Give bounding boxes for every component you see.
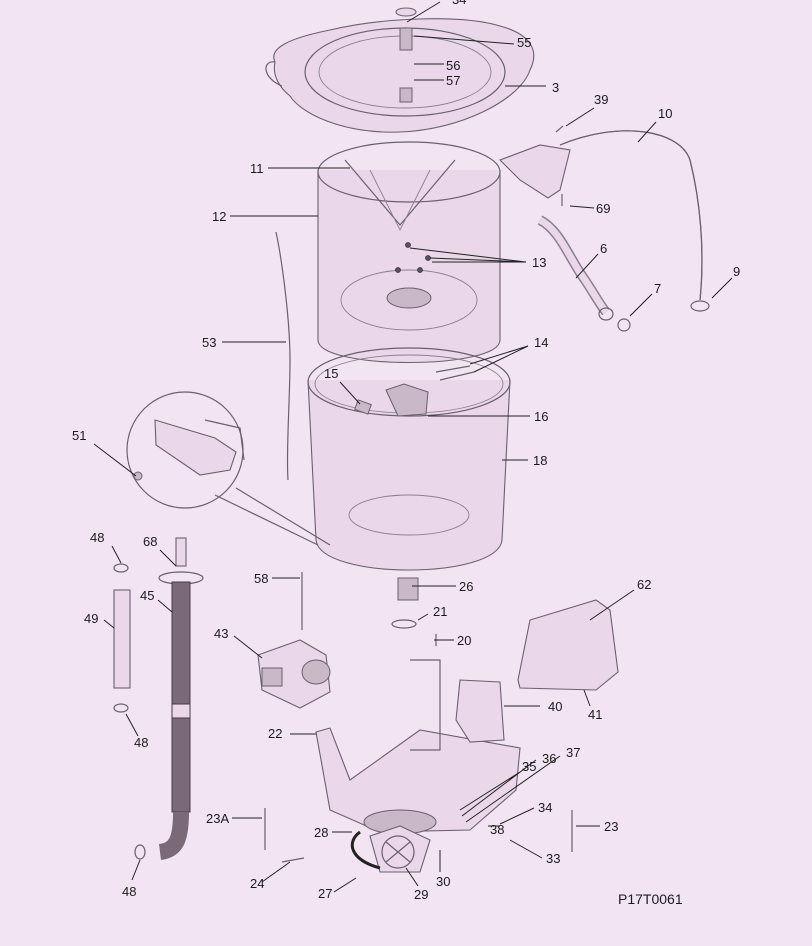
callout-18: 18 — [533, 453, 547, 468]
callout-21: 21 — [433, 604, 447, 619]
callout-39: 39 — [594, 92, 608, 107]
drawing-code: P17T0061 — [618, 891, 683, 907]
callout-15: 15 — [324, 366, 338, 381]
callout-41: 41 — [588, 707, 602, 722]
callout-37: 37 — [566, 745, 580, 760]
callout-33: 33 — [546, 851, 560, 866]
callout-12: 12 — [212, 209, 226, 224]
callout-62: 62 — [637, 577, 651, 592]
callout-34-top: 34 — [452, 0, 466, 7]
callout-55: 55 — [517, 35, 531, 50]
side-cover — [517, 599, 619, 691]
callout-48-bottom: 48 — [122, 884, 136, 899]
callout-16: 16 — [534, 409, 548, 424]
callout-56: 56 — [446, 58, 460, 73]
callout-51: 51 — [72, 428, 86, 443]
callout-58: 58 — [254, 571, 268, 586]
callout-20: 20 — [457, 633, 471, 648]
callout-28: 28 — [314, 825, 328, 840]
callout-38: 38 — [490, 822, 504, 837]
callout-3: 3 — [552, 80, 559, 95]
callout-24: 24 — [250, 876, 264, 891]
callout-49: 49 — [84, 611, 98, 626]
callout-35: 35 — [522, 759, 536, 774]
callout-22: 22 — [268, 726, 282, 741]
callout-69: 69 — [596, 201, 610, 216]
lid-ring — [265, 7, 535, 133]
callout-40: 40 — [548, 699, 562, 714]
suspension-rod — [275, 231, 291, 481]
callout-27: 27 — [318, 886, 332, 901]
callout-6: 6 — [600, 241, 607, 256]
callout-9: 9 — [733, 264, 740, 279]
callout-43: 43 — [214, 626, 228, 641]
leader-lines — [93, 1, 733, 893]
callout-10: 10 — [658, 106, 672, 121]
callout-14: 14 — [534, 335, 548, 350]
callout-labels: 34 55 56 57 3 39 10 11 69 12 6 13 9 7 53… — [72, 0, 740, 902]
callout-26: 26 — [459, 579, 473, 594]
callout-29: 29 — [414, 887, 428, 902]
drain-pump — [257, 572, 331, 709]
callout-68: 68 — [143, 534, 157, 549]
callout-45: 45 — [140, 588, 154, 603]
detail-inset — [126, 391, 331, 546]
callout-36: 36 — [542, 751, 556, 766]
callout-48-middle: 48 — [134, 735, 148, 750]
callout-57: 57 — [446, 73, 460, 88]
outer-tub — [307, 347, 511, 571]
callout-7: 7 — [654, 281, 661, 296]
callout-53: 53 — [202, 335, 216, 350]
callout-48-top: 48 — [90, 530, 104, 545]
callout-11: 11 — [250, 161, 264, 176]
base-frame — [315, 577, 521, 873]
springs — [264, 808, 573, 863]
drain-hoses — [113, 537, 204, 860]
inner-basket — [317, 141, 501, 364]
fill-hoses — [499, 125, 710, 332]
callout-34: 34 — [538, 800, 552, 815]
callout-23: 23 — [604, 819, 618, 834]
callout-23A: 23A — [206, 811, 229, 826]
callout-13: 13 — [532, 255, 546, 270]
callout-30: 30 — [436, 874, 450, 889]
